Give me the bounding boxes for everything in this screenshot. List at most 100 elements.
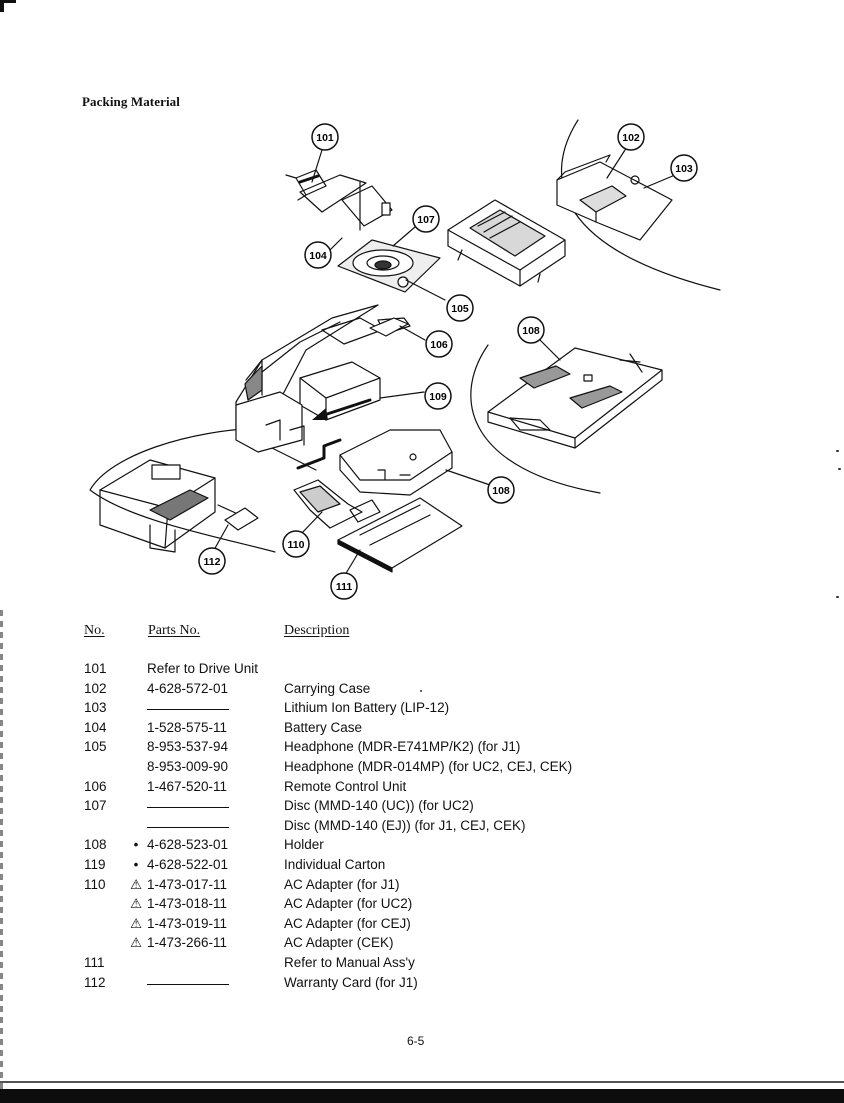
row-description: AC Adapter (for CEJ)	[284, 915, 411, 931]
part-number: 4-628-522-01	[147, 856, 229, 872]
svg-text:105: 105	[451, 303, 469, 315]
row-no: 107	[84, 798, 107, 814]
svg-text:112: 112	[204, 556, 221, 568]
svg-text:106: 106	[430, 339, 448, 351]
holder-detail-drawing	[487, 347, 663, 449]
row-description: AC Adapter (CEK)	[284, 935, 394, 951]
table-row: 105 8-953-537-94 Headphone (MDR-E741MP/K2)…	[0, 739, 844, 759]
table-row: Disc (MMD-140 (EJ)) (for J1, CEJ, CEK)	[0, 818, 844, 838]
manual-drawing	[337, 497, 463, 573]
scan-bottom-line	[0, 1081, 844, 1083]
no-part-number-line	[147, 709, 229, 711]
part-number: 1-528-575-11	[147, 719, 228, 735]
no-part-number-line	[147, 983, 229, 985]
callout-103: 101	[311, 123, 339, 151]
insert-arrows	[296, 398, 372, 470]
disc-drawing	[369, 317, 409, 337]
scan-speck	[838, 468, 841, 470]
scan-speck	[836, 450, 839, 452]
page-number: 6-5	[407, 1034, 425, 1048]
callout-110: 110	[282, 530, 310, 558]
row-description: Individual Carton	[284, 856, 386, 872]
carton-detail-drawing	[99, 459, 259, 553]
callout-104: 104	[304, 241, 332, 269]
table-row: 112 Warranty Card (for J1)	[0, 975, 844, 995]
row-no: 104	[84, 719, 107, 735]
row-no: 110	[84, 876, 106, 892]
row-no: 112	[84, 974, 106, 990]
table-row: 119 • 4-628-522-01 Individual Carton	[0, 857, 844, 877]
row-description: Warranty Card (for J1)	[284, 974, 418, 990]
row-no: 103	[84, 700, 107, 716]
svg-text:110: 110	[288, 539, 305, 551]
row-description: AC Adapter (for J1)	[284, 876, 400, 892]
row-no: 111	[84, 954, 105, 970]
no-part-number-line	[147, 807, 229, 809]
svg-text:111: 111	[336, 581, 353, 593]
svg-text:108: 108	[522, 325, 540, 337]
row-no: 102	[84, 680, 107, 696]
callout-111: 111	[330, 572, 358, 600]
callout-109: 109	[424, 382, 452, 410]
battery-case-drawing	[299, 174, 393, 231]
callout-102: 103	[670, 154, 698, 182]
row-no: 105	[84, 739, 107, 755]
part-number: 4-628-572-01	[147, 680, 229, 696]
holder-drawing	[339, 429, 453, 496]
bullet-mark: •	[133, 837, 139, 853]
part-number: 1-473-266-11	[147, 935, 228, 951]
part-number: 1-473-019-11	[147, 915, 228, 931]
svg-text:102: 102	[622, 132, 640, 144]
row-description: Headphone (MDR-E741MP/K2) (for J1)	[284, 739, 521, 755]
row-description: Disc (MMD-140 (EJ)) (for J1, CEJ, CEK)	[284, 817, 526, 833]
ac-adapter-drawing	[293, 479, 381, 529]
table-row: 8-953-009-90 Headphone (MDR-014MP) (for U…	[0, 759, 844, 779]
svg-text:107: 107	[417, 214, 435, 226]
row-description: Disc (MMD-140 (UC)) (for UC2)	[284, 798, 474, 814]
part-number: 8-953-537-94	[147, 739, 229, 755]
part-number: 1-473-018-11	[147, 896, 228, 912]
part-number: 1-467-520-11	[147, 778, 228, 794]
scan-speck	[420, 690, 422, 692]
scan-speck	[836, 596, 839, 598]
exploded-packing-diagram: 101 102 103 107 104 105 106 108 109 10	[89, 119, 721, 600]
callout-105: 105	[446, 294, 474, 322]
callout-101: 102	[617, 123, 645, 151]
carrying-case-drawing	[556, 154, 673, 241]
svg-text:103: 103	[675, 163, 693, 175]
table-row: 107 Disc (MMD-140 (UC)) (for UC2)	[0, 798, 844, 818]
part-number: 1-473-017-11	[147, 876, 228, 892]
section-title: Packing Material	[82, 94, 180, 109]
row-no: 119	[84, 856, 106, 872]
part-number: 4-628-523-01	[147, 837, 229, 853]
part-number: 8-953-009-90	[147, 758, 229, 774]
row-description: Headphone (MDR-014MP) (for UC2, CEJ, CEK…	[284, 758, 573, 774]
callout-107: 106	[425, 330, 453, 358]
scan-bottom-bar	[0, 1089, 844, 1103]
leader-lines	[213, 149, 676, 576]
callout-112: 112	[198, 547, 226, 575]
safety-warning-icon: ⚠	[129, 915, 143, 931]
scan-edge-artifact	[0, 610, 3, 1090]
svg-text:104: 104	[309, 250, 327, 262]
header-parts-no: Parts No.	[148, 623, 201, 638]
row-no: 106	[84, 778, 107, 794]
svg-text:101: 101	[316, 132, 334, 144]
headphone-remote-pack-drawing	[337, 239, 441, 293]
recorder-unit-drawing	[447, 199, 566, 287]
bullet-mark: •	[133, 856, 139, 872]
lithium-battery-drawing	[285, 169, 327, 201]
callout-108-detail: 108	[517, 316, 545, 344]
header-no: No.	[84, 623, 105, 638]
